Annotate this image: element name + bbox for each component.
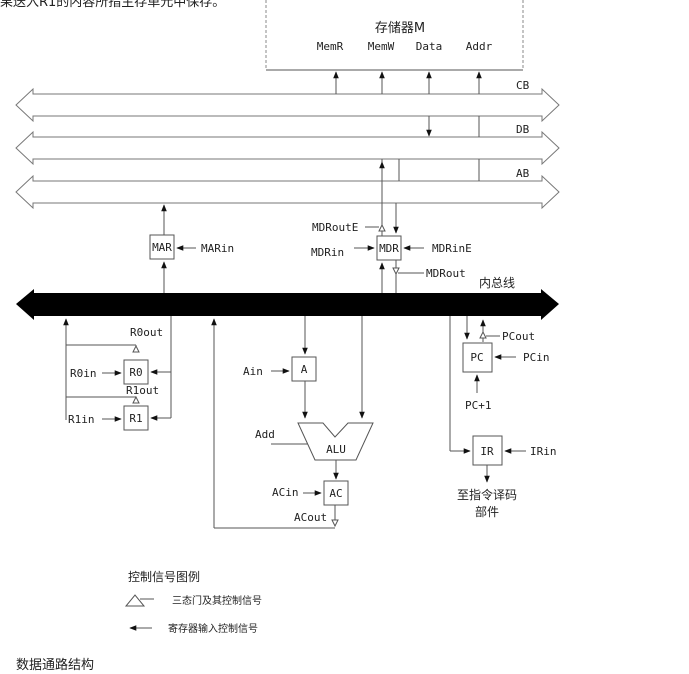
signal-acout: ACout bbox=[294, 511, 327, 524]
signal-pcin: PCin bbox=[523, 351, 550, 364]
pc-register: PCout PC PCin PC+1 bbox=[462, 316, 550, 412]
mdr-register: MDRoutE MDR MDRin MDRinE MDRout bbox=[311, 159, 472, 293]
cropped-paragraph-text: 果送入R1的内容所指主存单元中保存。 bbox=[0, 0, 226, 10]
ir-register: IR IRin 至指令译码 部件 bbox=[449, 316, 557, 519]
signal-acin: ACin bbox=[272, 486, 299, 499]
signal-mdrine: MDRinE bbox=[432, 242, 472, 255]
memory-box: 存储器M MemR MemW Data Addr bbox=[265, 0, 524, 71]
data-bus: DB bbox=[15, 123, 560, 166]
signal-r0out: R0out bbox=[130, 326, 163, 339]
acout-return-path bbox=[211, 318, 335, 529]
signal-pcout: PCout bbox=[502, 330, 535, 343]
mdr-label: MDR bbox=[379, 242, 399, 255]
figure-caption: 数据通路结构 bbox=[16, 658, 95, 673]
r0-label: R0 bbox=[129, 366, 142, 379]
control-bus: CB bbox=[15, 79, 560, 123]
memory-port-memw: MemW bbox=[368, 40, 395, 53]
bus-label-ab: AB bbox=[516, 167, 530, 180]
pc-label: PC bbox=[470, 351, 483, 364]
a-register: A Ain bbox=[243, 316, 365, 419]
memory-port-addr: Addr bbox=[466, 40, 493, 53]
signal-ain: Ain bbox=[243, 365, 263, 378]
mar-label: MAR bbox=[152, 241, 172, 254]
address-bus: AB bbox=[15, 167, 560, 210]
bus-label-internal: 内总线 bbox=[479, 276, 515, 290]
alu: ALU Add bbox=[255, 422, 374, 480]
internal-bus: 内总线 bbox=[16, 276, 559, 320]
signal-mdroute: MDRoutE bbox=[312, 221, 358, 234]
alu-label: ALU bbox=[326, 443, 346, 456]
signal-irin: IRin bbox=[530, 445, 557, 458]
signal-r1in: R1in bbox=[68, 413, 95, 426]
legend: 控制信号图例 三态门及其控制信号 寄存器输入控制信号 bbox=[124, 570, 262, 635]
ir-output-line2: 部件 bbox=[475, 504, 499, 519]
general-registers: R0out R0 R0in R1out R1 R1in bbox=[63, 316, 172, 431]
memory-port-data: Data bbox=[416, 40, 443, 53]
ac-label: AC bbox=[329, 487, 342, 500]
memory-port-memr: MemR bbox=[317, 40, 344, 53]
memory-bus-connections bbox=[333, 71, 482, 181]
ir-output-line1: 至指令译码 bbox=[457, 487, 517, 502]
bus-label-cb: CB bbox=[516, 79, 530, 92]
signal-add: Add bbox=[255, 428, 275, 441]
legend-title: 控制信号图例 bbox=[128, 570, 200, 584]
signal-marin: MARin bbox=[201, 242, 234, 255]
signal-pc-plus-1: PC+1 bbox=[465, 399, 492, 412]
signal-mdrin: MDRin bbox=[311, 246, 344, 259]
signal-mdrout: MDRout bbox=[426, 267, 466, 280]
signal-r0in: R0in bbox=[70, 367, 97, 380]
memory-title: 存储器M bbox=[375, 21, 425, 36]
a-label: A bbox=[301, 363, 308, 376]
legend-item-tristate: 三态门及其控制信号 bbox=[172, 594, 262, 607]
ac-register: AC ACin ACout bbox=[272, 480, 349, 528]
mar-register: MAR MARin bbox=[149, 204, 234, 293]
signal-r1out: R1out bbox=[126, 384, 159, 397]
tristate-triangle-icon bbox=[124, 594, 146, 607]
bus-label-db: DB bbox=[516, 123, 530, 136]
ir-label: IR bbox=[480, 445, 494, 458]
legend-item-register-input: 寄存器输入控制信号 bbox=[168, 622, 258, 635]
r1-label: R1 bbox=[129, 412, 142, 425]
